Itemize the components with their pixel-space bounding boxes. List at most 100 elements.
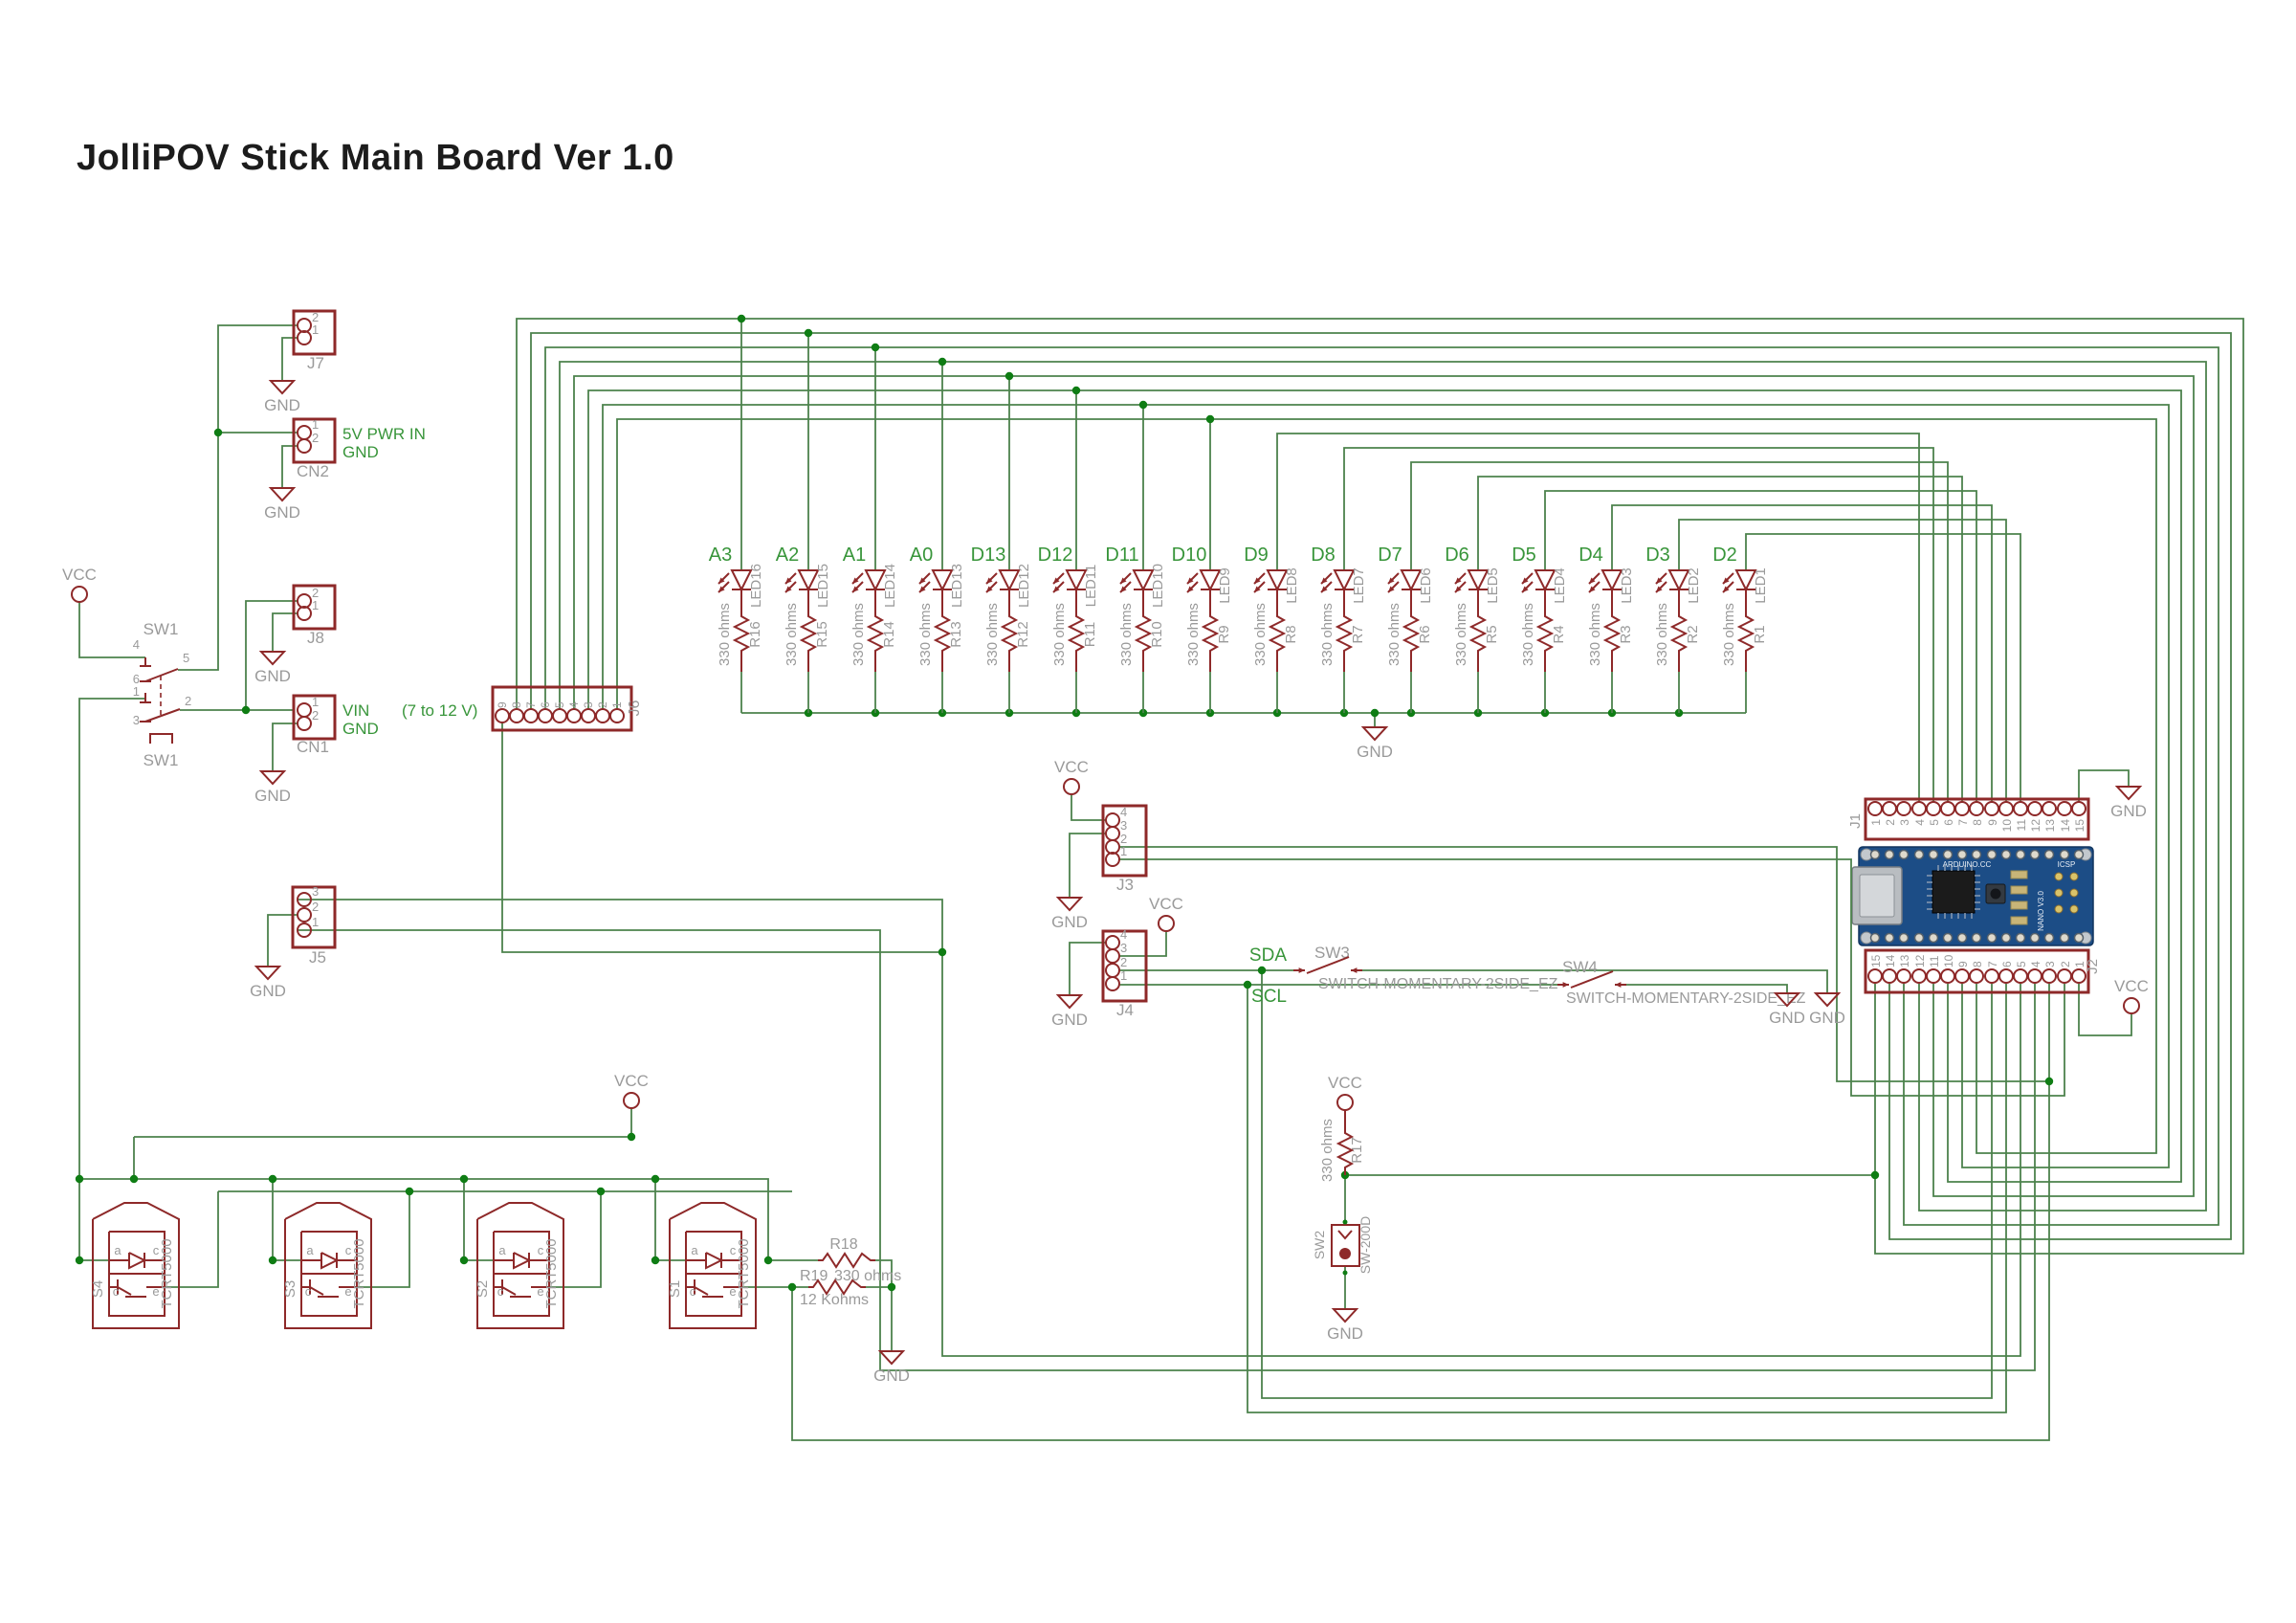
gnd-triangle-icon bbox=[1360, 726, 1389, 742]
pin-circle bbox=[1969, 801, 1984, 816]
pin-number: 11 bbox=[1928, 955, 1941, 967]
arrow-head bbox=[1388, 586, 1395, 592]
resistor-zigzag bbox=[732, 612, 751, 655]
junction-dot bbox=[763, 1256, 773, 1265]
nano-pin-hole bbox=[1986, 849, 1998, 860]
pin-circle bbox=[495, 708, 510, 723]
switch-name: SW4 bbox=[1562, 958, 1598, 976]
pin-circle bbox=[1867, 968, 1883, 984]
arrow-head bbox=[785, 586, 792, 592]
pin-circle bbox=[2013, 801, 2028, 816]
pin-label-collector: c bbox=[113, 1284, 120, 1299]
net-label-d9: D9 bbox=[1244, 545, 1269, 566]
arrow-head bbox=[1455, 577, 1462, 584]
connector-body bbox=[1101, 804, 1148, 878]
junction-dot bbox=[75, 1174, 84, 1184]
junction-dot bbox=[1071, 386, 1081, 395]
connector-name: J8 bbox=[307, 629, 324, 647]
pin-circle bbox=[297, 892, 312, 907]
connector-name: J4 bbox=[1116, 1001, 1134, 1019]
pin-circle bbox=[1105, 935, 1120, 950]
mini-usb-inner bbox=[1859, 874, 1895, 918]
vcc-circle-icon bbox=[1158, 915, 1175, 932]
led-net-wire bbox=[544, 346, 2219, 1226]
resistor-zigzag bbox=[808, 1278, 866, 1296]
vcc-label: VCC bbox=[614, 1072, 649, 1090]
pin-number: 10 bbox=[2000, 819, 2014, 833]
sensor-outline bbox=[117, 1286, 132, 1296]
icsp-pin bbox=[2054, 904, 2064, 914]
switch-body bbox=[1331, 1224, 1360, 1267]
pin-number: 2 bbox=[1120, 832, 1127, 846]
junction-dot bbox=[737, 314, 746, 323]
junction-dot bbox=[268, 1174, 277, 1184]
wire bbox=[1119, 846, 2050, 1082]
junction-dot bbox=[627, 1132, 636, 1142]
arrow-head bbox=[1455, 586, 1462, 592]
net-label-vin: VIN bbox=[342, 701, 369, 720]
pin-number: 3 bbox=[2043, 961, 2057, 967]
wire bbox=[875, 1259, 893, 1287]
gnd-symbol: GND bbox=[254, 770, 291, 805]
pin-label-collector: c bbox=[497, 1284, 504, 1299]
net-label-d6: D6 bbox=[1445, 545, 1469, 566]
net-label-a3: A3 bbox=[709, 545, 732, 566]
net-label-gnd: GND bbox=[342, 720, 379, 738]
pin-label-cathode: c bbox=[730, 1243, 737, 1257]
led-icon bbox=[730, 569, 753, 592]
pin-number: 2 bbox=[1120, 955, 1127, 969]
wire bbox=[78, 698, 145, 1260]
gnd-triangle-icon bbox=[254, 966, 282, 981]
pin-number: 1 bbox=[1120, 844, 1127, 858]
gnd-symbol: GND bbox=[264, 487, 300, 522]
led-net-wire bbox=[559, 361, 2207, 1212]
pin-circle bbox=[297, 923, 312, 938]
led-net-wire bbox=[587, 389, 2182, 1183]
pin-number: 9 bbox=[496, 701, 509, 708]
nano-silk-icsp: ICSP bbox=[2058, 860, 2076, 869]
pin-number: 14 bbox=[1884, 954, 1897, 967]
arrow-head bbox=[1187, 577, 1194, 584]
pin-number: 6 bbox=[2000, 961, 2014, 967]
resistor-value: 330 ohms bbox=[1051, 603, 1068, 666]
led-icon bbox=[1333, 569, 1356, 592]
led-name: LED2 bbox=[1686, 567, 1702, 604]
pin-circle bbox=[1998, 801, 2014, 816]
nano-pin-hole bbox=[2015, 849, 2026, 860]
pin-number: 5 bbox=[2015, 961, 2028, 967]
pin-number: 3 bbox=[312, 884, 319, 899]
resistor-zigzag bbox=[1000, 612, 1019, 655]
junction-dot bbox=[1370, 708, 1380, 718]
resistor-zigzag bbox=[799, 612, 818, 655]
net-label-vin-range: (7 to 12 V) bbox=[402, 701, 477, 720]
resistor-name-r18: R18 bbox=[829, 1236, 857, 1253]
resistor-value-r18: 330 ohms bbox=[834, 1268, 901, 1284]
resistor-name: R11 bbox=[1082, 622, 1098, 647]
arrow-head bbox=[852, 586, 859, 592]
gnd-label: GND bbox=[264, 503, 300, 522]
connector-body bbox=[292, 309, 337, 356]
nano-pin-hole bbox=[1913, 932, 1925, 944]
arrow-head bbox=[1723, 586, 1730, 592]
pin-circle bbox=[609, 708, 625, 723]
pin-circle bbox=[297, 593, 312, 609]
pin-label-cathode: c bbox=[538, 1243, 544, 1257]
resistor-name: R9 bbox=[1216, 625, 1232, 643]
sensor-outline bbox=[669, 1202, 757, 1329]
junction-dot bbox=[871, 343, 880, 352]
nano-pin-hole bbox=[2059, 932, 2070, 944]
gnd-label: GND bbox=[1051, 1011, 1088, 1029]
arrow-head bbox=[785, 577, 792, 584]
pin-label-anode: a bbox=[691, 1243, 698, 1257]
gnd-triangle-icon bbox=[258, 770, 287, 786]
gnd-triangle-icon bbox=[258, 651, 287, 666]
pin-number: 3 bbox=[1120, 941, 1127, 955]
wire bbox=[272, 612, 298, 652]
arrow-head bbox=[919, 586, 926, 592]
pin-circle bbox=[1105, 812, 1120, 828]
